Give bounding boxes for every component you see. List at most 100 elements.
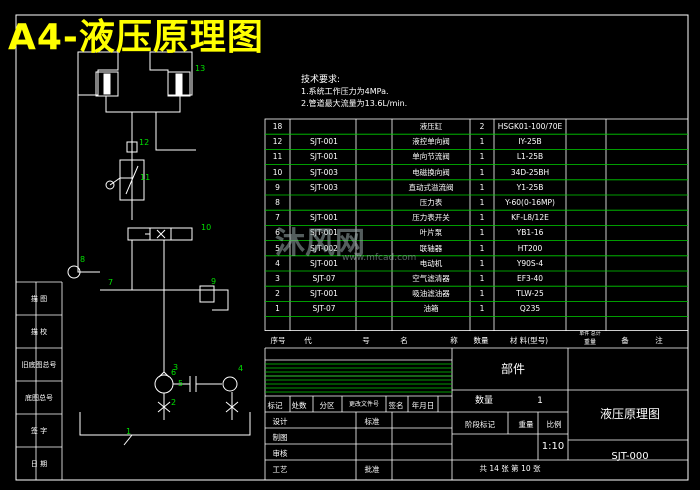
bom-qty: 1: [479, 137, 485, 147]
throttle-valve-symbol: [109, 165, 139, 195]
bom-qty: 1: [479, 198, 485, 207]
bom-code: SJT-001: [310, 228, 338, 238]
header-note: 备: [621, 336, 629, 345]
part-label: 部件: [500, 362, 525, 376]
row-date: 年月日: [411, 401, 435, 410]
bom-spec: IY-25B: [518, 137, 542, 147]
callout-10: 10: [201, 223, 212, 232]
header-code-2: 号: [362, 336, 370, 345]
review-label: 审核: [272, 449, 288, 458]
side-label: 描 校: [30, 328, 48, 336]
bom-qty: 1: [479, 167, 485, 177]
bom-no: 18: [272, 122, 283, 131]
bom-spec: HT200: [517, 243, 543, 253]
header-qty: 数量: [473, 336, 489, 345]
bom-no: 7: [275, 213, 280, 223]
bom-spec: 34D-25BH: [510, 167, 550, 177]
left-gauge-line: [77, 52, 100, 273]
bom-code: SJT-002: [310, 243, 338, 253]
bom-no: 10: [272, 167, 283, 177]
bom-spec: KF-L8/12E: [511, 213, 549, 223]
callout-3: 3: [173, 363, 179, 372]
bom-no: 5: [275, 243, 280, 253]
bom-qty: 2: [479, 122, 485, 131]
bom-spec: L1-25B: [516, 152, 544, 162]
scale-label: 比例: [546, 420, 562, 429]
coupling-5: [189, 376, 197, 392]
piston-left: [103, 73, 111, 95]
bom-qty: 1: [479, 243, 485, 253]
vane-pump-6: [154, 374, 174, 394]
design-label: 设计: [272, 417, 288, 426]
bom-qty: 1: [479, 274, 485, 283]
bom-no: 4: [275, 258, 280, 268]
standard-label: 标准: [364, 417, 380, 426]
bom-name: 单向节流阀: [412, 152, 450, 162]
bom-spec: Q235: [519, 304, 541, 314]
bom-name: 电磁换向阀: [412, 167, 450, 177]
callout-9: 9: [211, 277, 217, 286]
hydraulic-circuit: [67, 51, 251, 446]
row-count: 处数: [291, 401, 307, 410]
electric-motor-4: [222, 376, 238, 392]
tank-leader: [123, 434, 133, 446]
bom-name: 液压缸: [419, 122, 443, 131]
bom-qty: 1: [479, 228, 485, 238]
bom-code: SJT-001: [310, 137, 338, 147]
header-name-2: 称: [450, 336, 458, 345]
side-label: 签 字: [30, 427, 48, 435]
header-note-2: 注: [655, 336, 663, 345]
air-filter-3: [225, 401, 239, 413]
bom-qty: 1: [479, 258, 485, 268]
weight-label: 重量: [518, 420, 534, 429]
header-code: 代: [304, 336, 312, 345]
callout-7: 7: [108, 278, 114, 287]
bom-name: 压力表开关: [412, 213, 450, 223]
bom-spec: YB1-16: [516, 228, 544, 238]
cylinder-left: [95, 71, 119, 97]
bom-spec: EF3-40: [516, 274, 544, 283]
bom-no: 6: [275, 228, 280, 238]
row-zone: 分区: [319, 401, 335, 410]
bom-no: 2: [275, 289, 280, 299]
suction-filter-2: [157, 401, 171, 413]
bom-spec: Y-60(0-16MP): [505, 198, 555, 207]
throttle-valve-body: [119, 159, 145, 201]
bom-qty: 1: [479, 213, 485, 223]
relief-valve-9: [199, 285, 215, 303]
sheet-count: 共 14 张 第 10 张: [479, 464, 541, 473]
cylinder-right: [167, 71, 191, 97]
bom-spec: Y1-25B: [516, 182, 544, 192]
cylinder-connection: [105, 96, 181, 113]
bom-code: SJT-07: [312, 274, 336, 283]
bom-code: SJT-001: [310, 289, 338, 299]
tech-line-2: 2.管道最大流量为13.6L/min.: [301, 99, 408, 108]
oil-tank-1: [79, 412, 251, 436]
parts-list-border: [264, 118, 689, 332]
check-valve-12: [126, 141, 138, 153]
piston-right: [175, 73, 183, 95]
side-label: 日 期: [30, 460, 48, 468]
bom-code: SJT-003: [310, 167, 338, 177]
bom-name: 联轴器: [419, 243, 443, 253]
pilot-line: [155, 112, 196, 151]
approve-label: 批准: [364, 465, 380, 474]
callout-8: 8: [80, 255, 86, 264]
side-label: 描 图: [30, 295, 48, 303]
solenoid-10: [127, 227, 151, 241]
header-name: 名: [400, 336, 408, 345]
drawing-number: SJT-000: [611, 451, 649, 462]
pressure-gauge-8: [67, 265, 81, 279]
bom-name: 空气滤清器: [412, 274, 450, 283]
row-docno: 更改文件号: [348, 401, 379, 408]
bom-name: 液控单向阀: [412, 137, 450, 147]
tech-line-1: 1.系统工作压力为4MPa.: [301, 87, 389, 96]
check-element: [105, 180, 115, 190]
drawing-name: 液压原理图: [599, 407, 660, 421]
qty-value: 1: [537, 396, 543, 406]
bom-spec: HSGK01-100/70E: [497, 122, 563, 131]
callout-2: 2: [171, 398, 177, 407]
bom-qty: 1: [479, 304, 485, 314]
header-spec: 材 料(型号): [509, 336, 549, 345]
pump-arrow: [158, 371, 170, 378]
